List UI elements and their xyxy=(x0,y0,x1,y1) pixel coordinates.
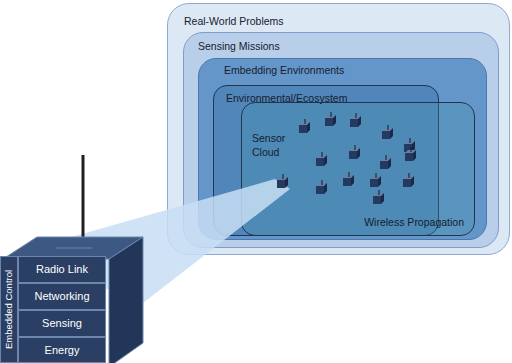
sensing-layer: Sensing xyxy=(18,310,106,337)
radio-layer: Radio Link xyxy=(18,256,106,283)
cloud-label: Sensor Cloud xyxy=(252,131,294,159)
control-column: Embedded Control xyxy=(0,256,18,363)
propagation-region: Wireless Propagation Sensor Cloud xyxy=(241,102,475,236)
energy-layer: Energy xyxy=(18,337,106,363)
layer-label: Sensing xyxy=(42,317,82,330)
region-label: Real-World Problems xyxy=(184,15,284,27)
layer-label: Radio Link xyxy=(36,263,88,276)
layer-label: Energy xyxy=(45,344,80,357)
region-label: Environmental/Ecosystem xyxy=(226,92,347,104)
layer-label: Embedded Control xyxy=(3,270,16,349)
region-label: Embedding Environments xyxy=(224,64,344,76)
region-label: Wireless Propagation xyxy=(364,216,464,228)
problem-region: Environmental/EcosystemWireless Propagat… xyxy=(167,3,510,255)
network-layer: Networking xyxy=(18,283,106,310)
mission-region: Environmental/EcosystemWireless Propagat… xyxy=(183,32,499,248)
region-label: Sensing Missions xyxy=(198,40,280,52)
environment-region: Environmental/EcosystemWireless Propagat… xyxy=(198,58,487,240)
layer-label: Networking xyxy=(34,290,89,303)
